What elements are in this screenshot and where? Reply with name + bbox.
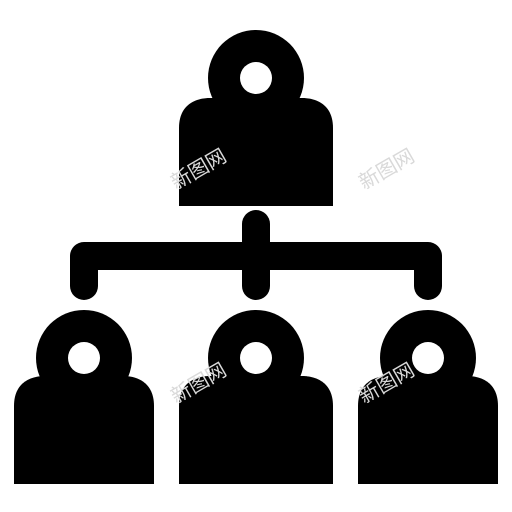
bottom-left-person-head-hole xyxy=(68,342,100,374)
bottom-left-person-body xyxy=(14,376,154,484)
watermark-text: 新图网 xyxy=(355,144,419,195)
bottom-center-person-body xyxy=(179,376,333,484)
bottom-right-person-head-hole xyxy=(412,342,444,374)
bottom-left-person-icon xyxy=(14,310,154,484)
connector-branch xyxy=(70,242,442,300)
top-person-icon xyxy=(179,30,333,206)
bottom-right-person-body xyxy=(358,376,498,484)
hierarchy-connector xyxy=(70,210,442,300)
top-person-body xyxy=(179,98,333,206)
top-person-head-hole xyxy=(240,62,272,94)
bottom-center-person-icon xyxy=(179,310,333,484)
bottom-center-person-head-hole xyxy=(240,342,272,374)
bottom-right-person-icon xyxy=(358,310,498,484)
